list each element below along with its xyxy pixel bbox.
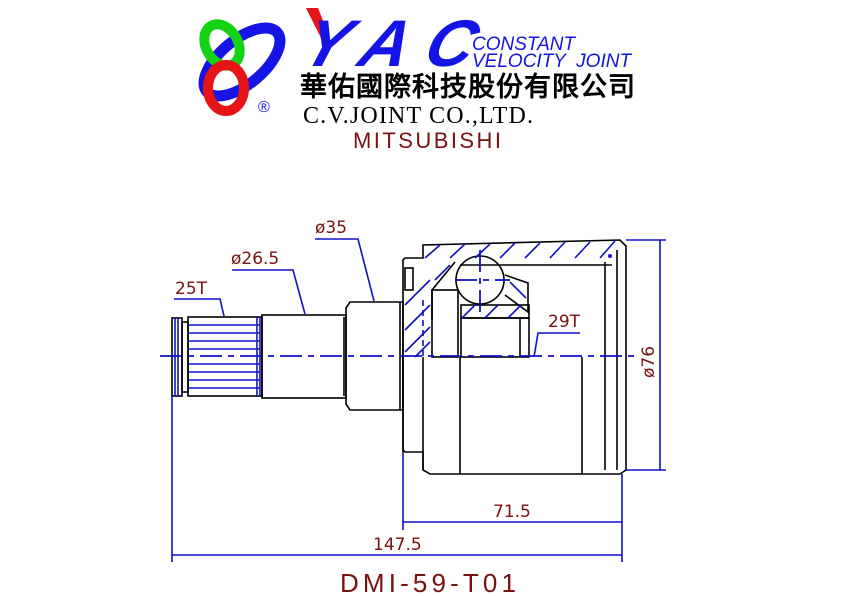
leader-lines: [171, 238, 666, 562]
vehicle-make: MITSUBISHI: [353, 128, 501, 153]
tagline-line1: CONSTANT: [472, 34, 576, 55]
logo-rings-icon: [198, 19, 286, 116]
dim-housing-length: 71.5: [493, 502, 531, 522]
dim-spline-outer: 25T: [175, 279, 208, 299]
registered-mark: ®: [258, 99, 270, 116]
dim-shaft-diameter: ø26.5: [231, 249, 279, 269]
svg-text:YAC: YAC: [294, 8, 489, 81]
company-english: C.V.JOINT CO.,LTD.: [303, 103, 533, 129]
yac-logo: YAC: [294, 8, 489, 81]
company-chinese: 華佑國際科技股份有限公司: [300, 72, 635, 102]
outer-housing: [402, 239, 627, 475]
tagline-line2: VELOCITY JOINT: [472, 51, 632, 72]
dim-spline-inner: 29T: [548, 312, 581, 332]
part-number: DMI-59-T01: [340, 568, 516, 596]
dim-collar-diameter: ø35: [315, 218, 347, 238]
dim-housing-diameter: ø76: [639, 346, 659, 378]
dim-overall-length: 147.5: [373, 535, 422, 555]
